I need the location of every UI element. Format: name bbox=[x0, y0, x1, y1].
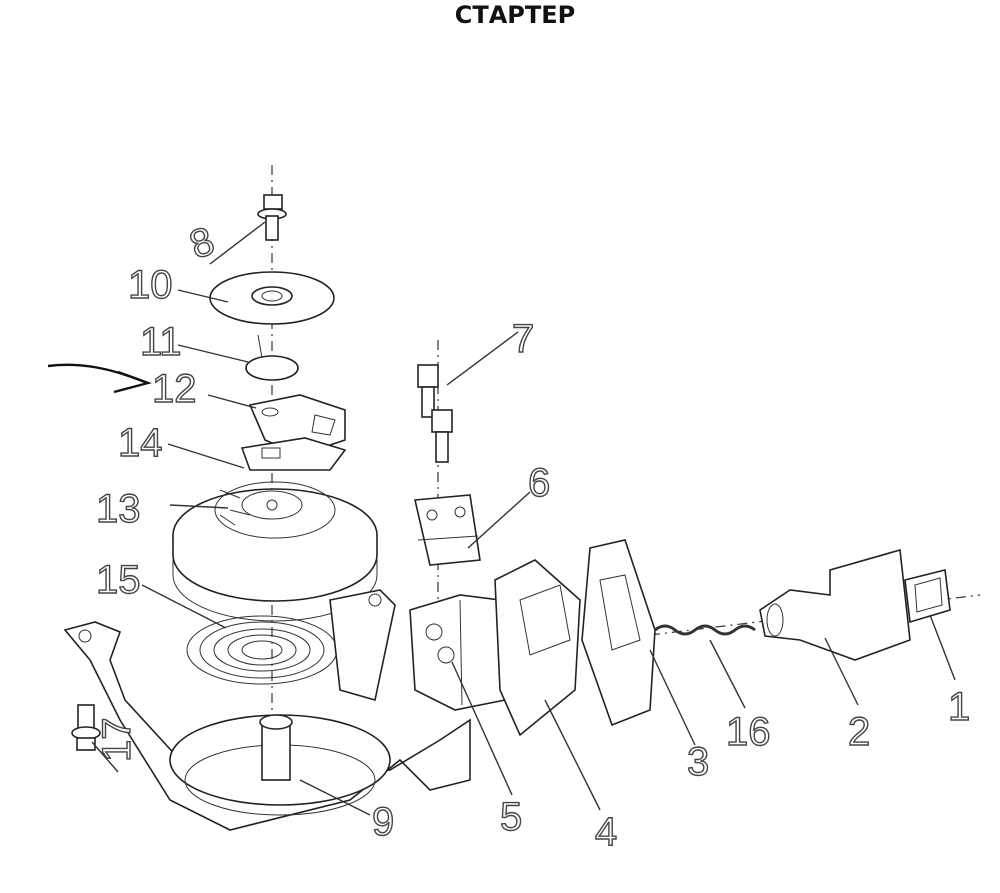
label-4: 4 bbox=[595, 810, 617, 854]
part-8-bolt bbox=[257, 194, 287, 241]
page-title: СТАРТЕР bbox=[454, 1, 576, 29]
part-12-pawl bbox=[248, 394, 346, 456]
label-16: 16 bbox=[726, 710, 771, 754]
part-4-plate bbox=[494, 559, 581, 737]
part-6-bracket bbox=[414, 494, 481, 566]
part-7-bolts bbox=[417, 364, 453, 463]
label-9: 9 bbox=[372, 800, 394, 844]
part-1-insert bbox=[904, 569, 951, 624]
part-10-disc bbox=[209, 271, 335, 325]
label-17: 17 bbox=[95, 718, 139, 763]
part-17-screw bbox=[71, 704, 101, 751]
label-11: 11 bbox=[140, 320, 182, 364]
label-14: 14 bbox=[118, 421, 163, 465]
part-15-spring bbox=[186, 615, 338, 685]
label-10: 10 bbox=[128, 263, 173, 307]
part-14-plate bbox=[240, 437, 347, 471]
label-1: 1 bbox=[948, 685, 970, 729]
label-2: 2 bbox=[848, 710, 870, 754]
label-12: 12 bbox=[152, 367, 197, 411]
housing bbox=[63, 589, 471, 831]
part-5-guide bbox=[409, 594, 506, 711]
leader-lines bbox=[91, 221, 956, 816]
label-13: 13 bbox=[96, 487, 141, 531]
label-15: 15 bbox=[96, 558, 141, 602]
part-13-reel bbox=[172, 481, 378, 622]
label-6: 6 bbox=[528, 461, 550, 505]
part-3-grommet bbox=[581, 539, 656, 727]
pointer-arrow bbox=[47, 363, 152, 394]
label-7: 7 bbox=[512, 317, 534, 361]
label-8: 8 bbox=[184, 219, 220, 268]
part-16-rope bbox=[654, 624, 756, 636]
label-3: 3 bbox=[687, 740, 709, 784]
label-5: 5 bbox=[500, 795, 522, 839]
part-2-handle bbox=[759, 548, 911, 661]
part-11-ring bbox=[245, 334, 299, 381]
